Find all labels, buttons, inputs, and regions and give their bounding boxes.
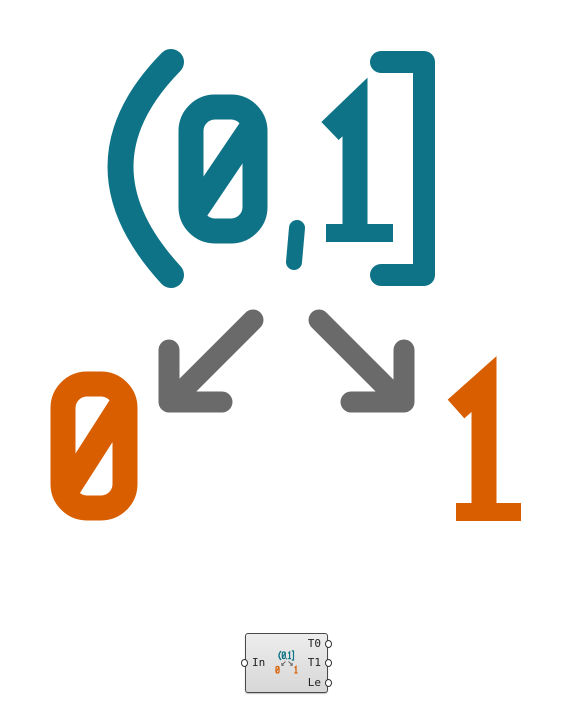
result-end-glyph <box>447 356 497 515</box>
open-bracket-glyph <box>107 49 184 288</box>
output-label-le: Le <box>307 676 321 689</box>
separator-glyph <box>286 220 305 270</box>
arrow-down-left-icon <box>158 309 264 413</box>
close-bracket-glyph <box>370 51 435 286</box>
result-end-text: 1 <box>0 0 1 1</box>
output-grip-t0[interactable] <box>325 640 332 648</box>
lower-bound-glyph <box>178 94 268 244</box>
upper-bound-glyph <box>321 77 368 237</box>
arrow-down-right-icon <box>308 309 415 413</box>
domain-component-icon <box>275 650 298 674</box>
input-label-in: In <box>252 656 266 669</box>
result-start-glyph <box>50 371 138 521</box>
output-grip-t1[interactable] <box>325 659 332 667</box>
result-start-slash <box>56 397 133 497</box>
grasshopper-component[interactable]: In T0 T1 Le <box>241 633 332 693</box>
lower-bound-slash <box>183 120 263 220</box>
input-grip[interactable] <box>241 659 248 667</box>
output-label-t0: T0 <box>307 637 321 650</box>
output-grip-le[interactable] <box>325 679 332 687</box>
output-label-t1: T1 <box>307 656 321 669</box>
